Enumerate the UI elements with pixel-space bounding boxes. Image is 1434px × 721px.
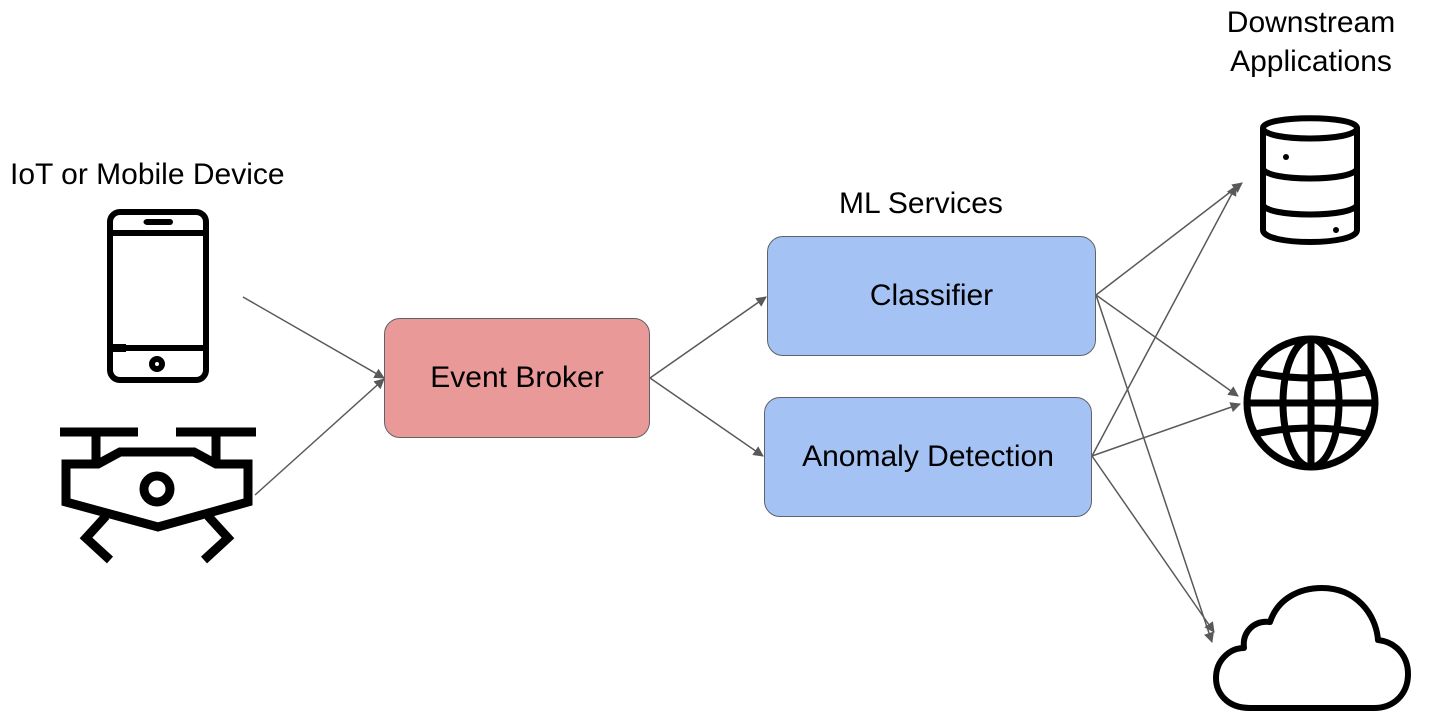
arrow-drone-to-broker [254, 378, 385, 496]
cloud-icon [1213, 585, 1411, 711]
classifier-node: Classifier [767, 236, 1096, 356]
arrow-anomaly-to-globe [1091, 402, 1241, 457]
anomaly-detection-node: Anomaly Detection [764, 397, 1092, 517]
arrow-anomaly-to-cloud [1091, 455, 1215, 633]
event-broker-node: Event Broker [384, 318, 650, 438]
arrow-broker-to-classifier [649, 296, 767, 379]
arrow-classifier-to-database [1095, 182, 1243, 296]
arrow-anomaly-to-database [1091, 185, 1237, 457]
source-label: IoT or Mobile Device [10, 158, 285, 191]
arrow-phone-to-broker [242, 296, 385, 379]
anomaly-detection-label: Anomaly Detection [802, 440, 1054, 473]
smartphone-icon [107, 209, 209, 383]
database-icon [1260, 115, 1360, 245]
ml-services-label: ML Services [839, 187, 1003, 220]
downstream-label: Downstream Applications [1226, 6, 1396, 78]
arrow-classifier-to-globe [1095, 294, 1239, 397]
globe-icon [1243, 335, 1379, 471]
arrow-broker-to-anomaly [649, 377, 764, 457]
event-broker-label: Event Broker [430, 361, 604, 394]
arrow-classifier-to-cloud [1095, 294, 1214, 643]
drone-icon [60, 427, 256, 564]
classifier-label: Classifier [869, 279, 994, 312]
